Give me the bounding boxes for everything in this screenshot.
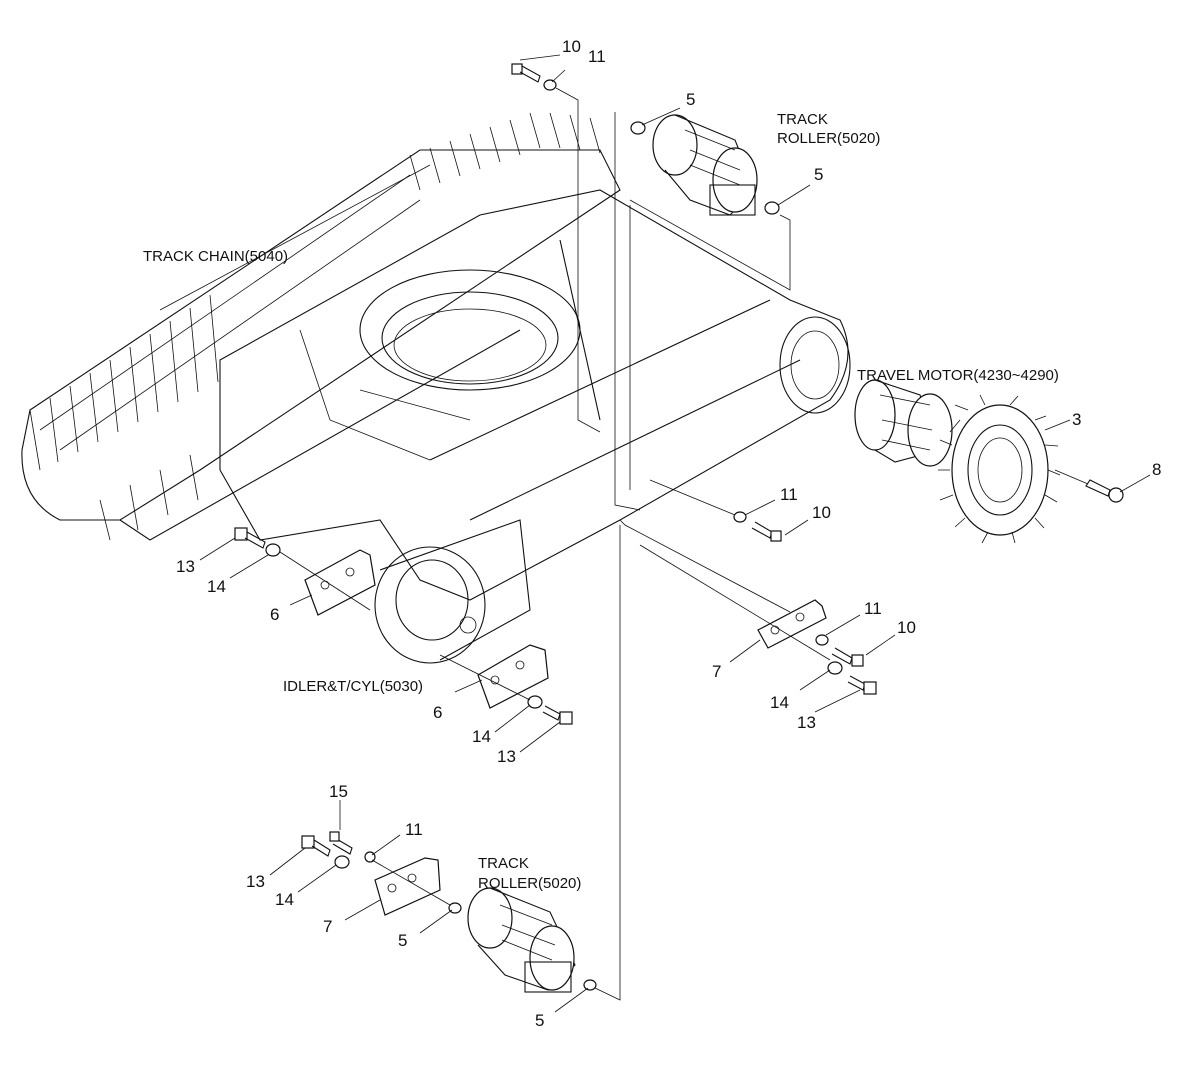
- callout-13-bot: 13: [246, 872, 265, 891]
- washer-11-top: [543, 79, 557, 91]
- washer-14-left: [265, 543, 281, 557]
- callout-10-top: 10: [562, 37, 581, 56]
- callout-13-left: 13: [176, 557, 195, 576]
- bolt-10-right: [851, 654, 864, 667]
- callout-10-mid: 10: [812, 503, 831, 522]
- guard-6-left: [234, 527, 376, 616]
- label-track-roller-top-2: ROLLER(5020): [777, 130, 880, 147]
- guard-7-right: [619, 519, 877, 695]
- bolt-13-right: [863, 681, 877, 695]
- label-track-roller-bottom-1: TRACK: [478, 855, 529, 872]
- callout-11-mid: 11: [780, 485, 798, 504]
- callout-5-top-a: 5: [686, 90, 695, 109]
- washer-5-top-b: [764, 201, 780, 215]
- callout-13-right: 13: [797, 713, 816, 732]
- washer-14-bot: [334, 855, 350, 869]
- callout-7-right: 7: [712, 662, 721, 681]
- track-chain-shoes: [29, 112, 601, 541]
- callout-5-bot-b: 5: [535, 1011, 544, 1030]
- callout-11-bot: 11: [405, 820, 423, 839]
- swing-bearing-ring: [359, 269, 581, 391]
- callout-6-mid: 6: [433, 703, 442, 722]
- callout-10-right: 10: [897, 618, 916, 637]
- washer-14-right: [827, 661, 843, 675]
- label-idler: IDLER&T/CYL(5030): [283, 678, 423, 695]
- callout-6-left: 6: [270, 605, 279, 624]
- callout-5-top-b: 5: [814, 165, 823, 184]
- callout-leaders: [199, 54, 1151, 1013]
- callout-15: 15: [329, 782, 348, 801]
- bolt-13-mid: [559, 711, 573, 725]
- label-track-chain: TRACK CHAIN(5040): [143, 248, 288, 265]
- washer-5-top-a: [630, 121, 646, 135]
- track-frame: [21, 112, 851, 664]
- label-track-roller-top-1: TRACK: [777, 111, 828, 128]
- washer-14-mid: [527, 695, 543, 709]
- bolt-10-mid: [649, 479, 782, 542]
- washer-5-bot-a: [448, 902, 462, 914]
- callout-14-bot: 14: [275, 890, 294, 909]
- callout-3: 3: [1072, 410, 1081, 429]
- callout-numbers: 10 11 5 5 3 8 11 10 13 14 6 11 10 7 14 1…: [176, 37, 1161, 1030]
- travel-motor: [854, 379, 953, 467]
- callout-5-bot-a: 5: [398, 931, 407, 950]
- track-roller-top: [630, 114, 780, 216]
- bolt-13-bot: [301, 835, 315, 849]
- callout-14-right: 14: [770, 693, 789, 712]
- callout-7-bot: 7: [323, 917, 332, 936]
- callout-13-mid: 13: [497, 747, 516, 766]
- callout-14-left: 14: [207, 577, 226, 596]
- idler-wheel: [374, 519, 531, 664]
- label-travel-motor: TRAVEL MOTOR(4230~4290): [857, 367, 1059, 384]
- part-labels: TRACK CHAIN(5040) TRACK ROLLER(5020) TRA…: [143, 111, 1059, 892]
- sprocket: [938, 394, 1061, 544]
- guard-7-bottom: [301, 831, 462, 916]
- bolt-15: [329, 831, 340, 842]
- guard-6-mid: [439, 644, 573, 725]
- washer-11-right: [815, 634, 829, 646]
- label-track-roller-bottom-2: ROLLER(5020): [478, 875, 581, 892]
- washer-5-bot-b: [583, 979, 597, 991]
- bolt-8: [1054, 469, 1124, 503]
- bolt-10-top: [511, 63, 557, 91]
- bolt-13-left: [234, 527, 248, 541]
- callout-8: 8: [1152, 460, 1161, 479]
- callout-11-top: 11: [588, 47, 606, 66]
- callout-11-right: 11: [864, 599, 882, 618]
- callout-14-mid: 14: [472, 727, 491, 746]
- track-roller-bottom: [467, 887, 597, 993]
